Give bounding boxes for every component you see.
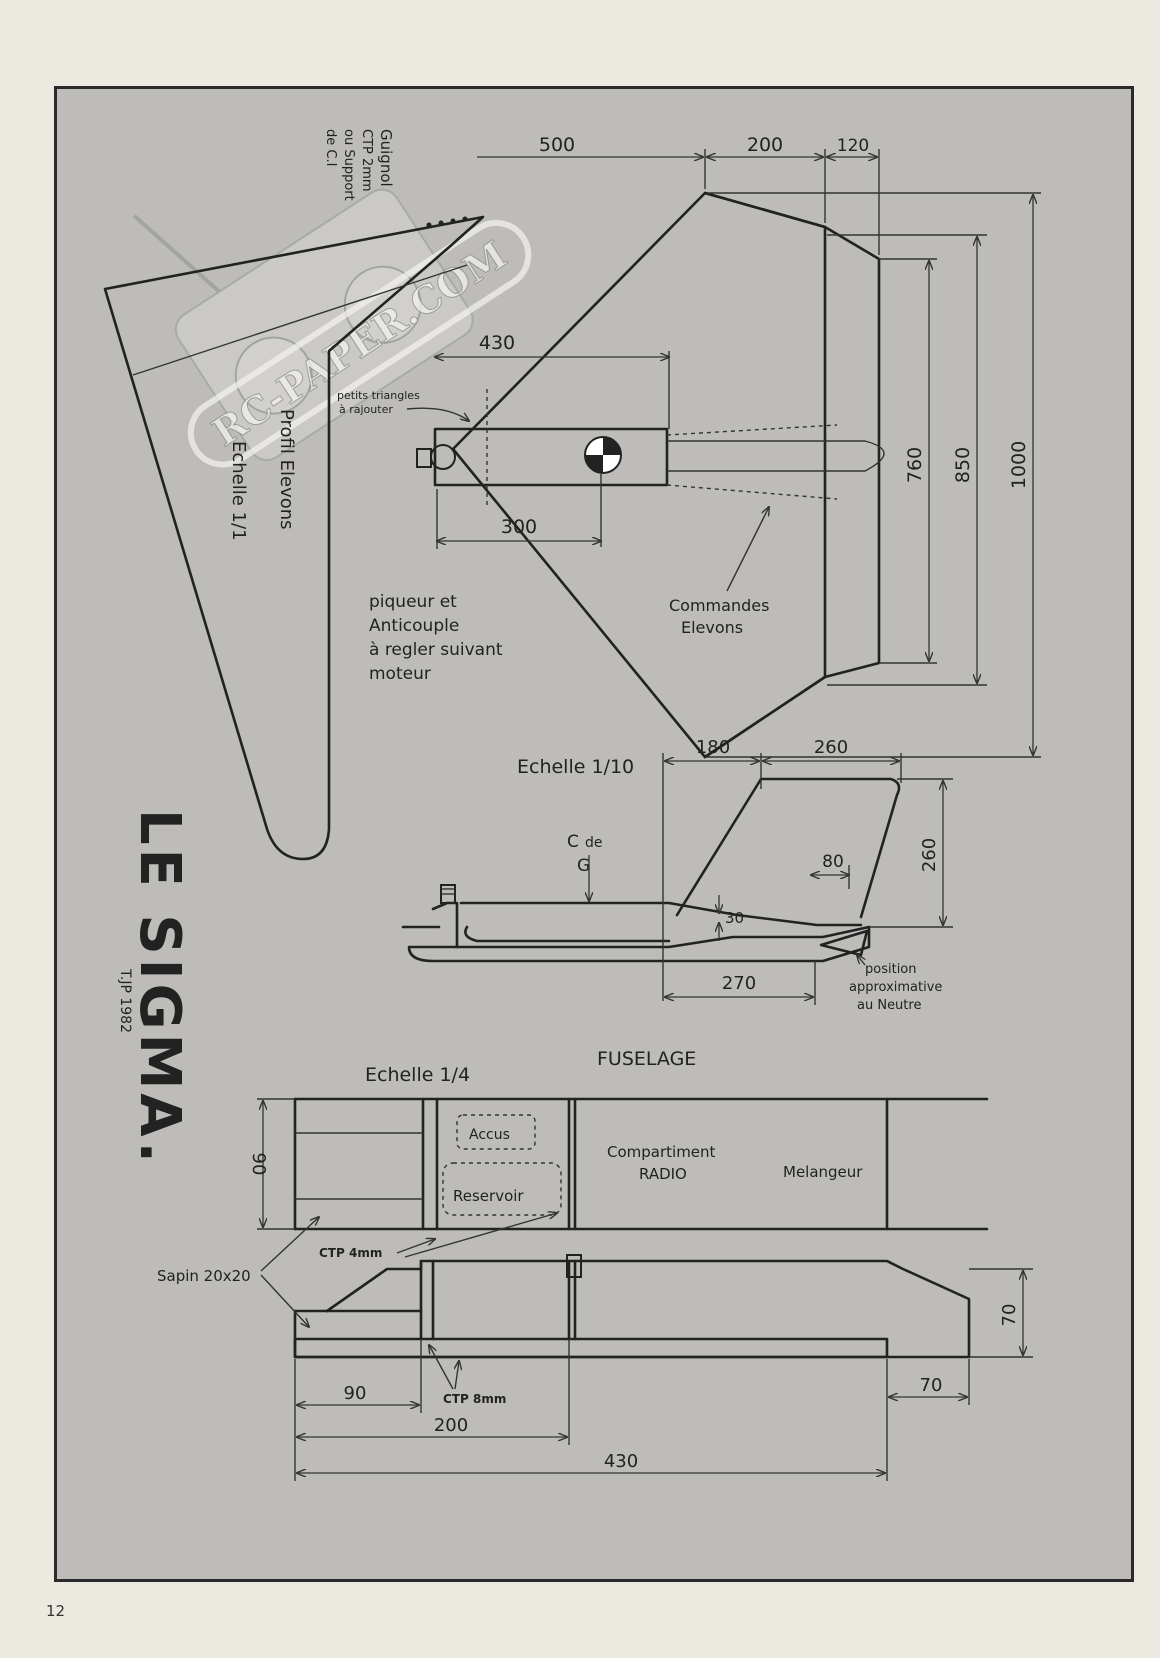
svg-text:approximative: approximative xyxy=(849,980,942,995)
svg-text:70: 70 xyxy=(920,1375,943,1396)
svg-text:30: 30 xyxy=(725,909,744,927)
svg-text:CTP 8mm: CTP 8mm xyxy=(443,1392,506,1406)
svg-text:de: de xyxy=(585,835,603,851)
svg-text:moteur: moteur xyxy=(369,664,431,684)
svg-text:de C.I: de C.I xyxy=(323,129,338,166)
svg-text:Anticouple: Anticouple xyxy=(369,616,459,636)
fuselage-top-view: FUSELAGE Echelle 1/4 Accus Reservoir Com… xyxy=(248,1048,989,1231)
svg-text:1000: 1000 xyxy=(1008,441,1030,489)
wing-dims-top: 500 200 120 xyxy=(477,134,880,255)
svg-text:FUSELAGE: FUSELAGE xyxy=(597,1048,696,1070)
svg-text:90: 90 xyxy=(248,1153,269,1176)
plan-title: LE SIGMA. xyxy=(127,809,192,1167)
fin-dims: 180 260 260 80 30 270 C de G position ap… xyxy=(567,737,953,1013)
svg-text:CTP 4mm: CTP 4mm xyxy=(319,1246,382,1260)
fuselage-dims-bottom: 90 70 200 430 xyxy=(294,1339,970,1481)
svg-text:Echelle 1/4: Echelle 1/4 xyxy=(365,1064,470,1086)
svg-text:piqueur et: piqueur et xyxy=(369,592,457,612)
profil-elevons-label: Profil Elevons xyxy=(276,409,297,530)
guignol-label: Guignol CTP 2mm ou Support de C.I xyxy=(323,129,395,201)
svg-text:Accus: Accus xyxy=(469,1127,510,1143)
svg-text:270: 270 xyxy=(722,973,756,994)
author-note: T.JP 1982 xyxy=(117,968,133,1033)
svg-text:200: 200 xyxy=(434,1415,468,1436)
page-number: 12 xyxy=(46,1602,66,1620)
svg-text:Sapin 20x20: Sapin 20x20 xyxy=(157,1267,251,1285)
svg-text:Reservoir: Reservoir xyxy=(453,1187,524,1205)
svg-text:RADIO: RADIO xyxy=(639,1165,687,1183)
svg-text:Elevons: Elevons xyxy=(681,618,743,637)
svg-text:120: 120 xyxy=(837,136,869,156)
svg-text:G: G xyxy=(577,856,590,876)
wing-notes: petits triangles à rajouter piqueur et A… xyxy=(337,389,769,778)
svg-text:90: 90 xyxy=(344,1383,367,1404)
svg-text:260: 260 xyxy=(814,737,848,758)
plan-drawing: RC-PAPER.COM Guignol CTP 2mm ou Support … xyxy=(103,129,1041,1481)
svg-text:au Neutre: au Neutre xyxy=(857,998,921,1013)
svg-text:850: 850 xyxy=(952,447,974,483)
svg-text:430: 430 xyxy=(604,1451,638,1472)
svg-text:200: 200 xyxy=(747,134,783,156)
svg-text:position: position xyxy=(865,962,917,977)
svg-text:Echelle 1/10: Echelle 1/10 xyxy=(517,756,634,778)
svg-text:petits triangles: petits triangles xyxy=(337,389,420,402)
wing-dim-430: 430 xyxy=(435,332,669,429)
wing-outline xyxy=(416,191,885,759)
svg-text:260: 260 xyxy=(919,838,940,872)
svg-text:500: 500 xyxy=(539,134,575,156)
svg-text:Commandes: Commandes xyxy=(669,596,769,615)
svg-text:300: 300 xyxy=(501,516,537,538)
fin-side-view xyxy=(401,777,901,963)
svg-text:à rajouter: à rajouter xyxy=(339,403,393,416)
svg-text:à regler suivant: à regler suivant xyxy=(369,640,503,660)
fuselage-side-view: CTP 4mm Sapin 20x20 70 CTP 8mm xyxy=(157,1213,1033,1406)
svg-text:Compartiment: Compartiment xyxy=(607,1143,716,1161)
svg-text:Guignol: Guignol xyxy=(377,129,395,187)
svg-text:180: 180 xyxy=(696,737,730,758)
svg-text:Melangeur: Melangeur xyxy=(783,1163,863,1181)
profil-scale-label: Echelle 1/1 xyxy=(228,441,249,541)
wing-dim-300: 300 xyxy=(437,473,601,549)
svg-text:430: 430 xyxy=(479,332,515,354)
drawing-sheet: RC-PAPER.COM Guignol CTP 2mm ou Support … xyxy=(54,86,1134,1582)
svg-text:80: 80 xyxy=(822,852,844,872)
svg-text:760: 760 xyxy=(904,447,926,483)
elevon-profile xyxy=(103,215,485,861)
svg-text:CTP 2mm: CTP 2mm xyxy=(359,129,374,192)
svg-text:ou Support: ou Support xyxy=(341,129,356,201)
svg-text:C: C xyxy=(567,832,579,852)
svg-text:70: 70 xyxy=(999,1304,1020,1327)
wing-dims-right: 760 850 1000 xyxy=(707,192,1041,758)
